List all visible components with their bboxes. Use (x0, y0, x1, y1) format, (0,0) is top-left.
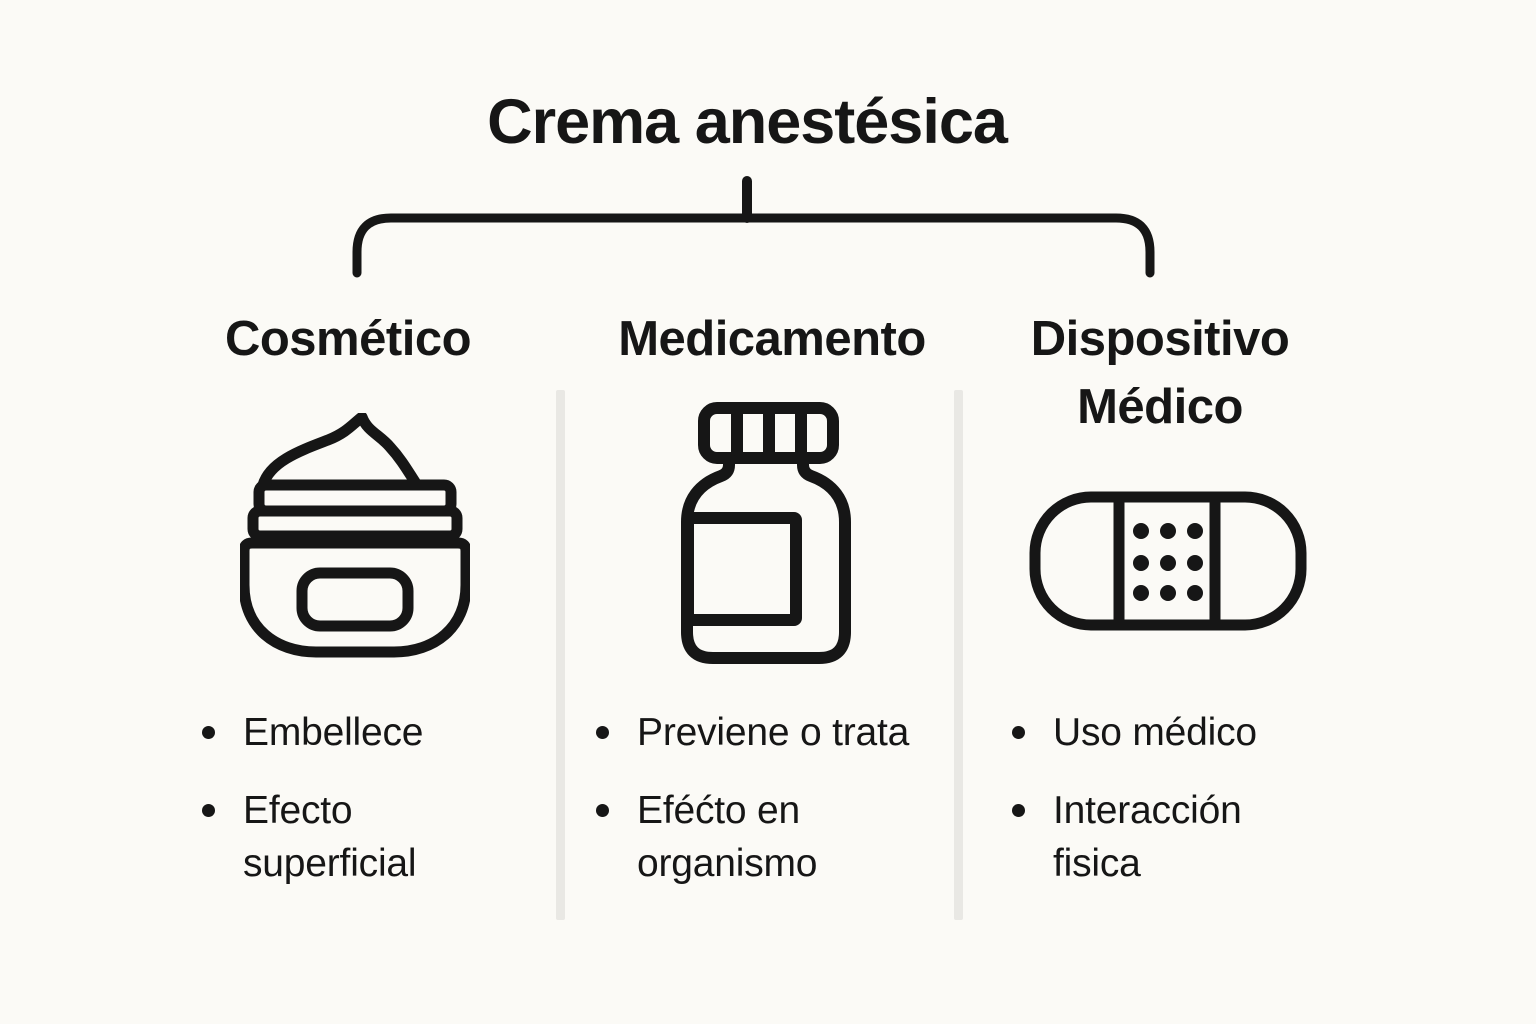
bullet-list-medicamento: Previene o trata Eféćto en organismo (596, 706, 946, 915)
column-header-medicamento: Medicamento (618, 312, 926, 366)
bullet-text: Previene o trata (637, 711, 910, 754)
bracket-connector (352, 176, 1155, 278)
bullet-text: Eféćto en organismo (637, 789, 818, 886)
bullet-text: Efecto superficial (243, 789, 417, 886)
bullet-text: Embellece (243, 711, 424, 754)
column-header-cosmetico: Cosmético (224, 312, 472, 366)
bullet-dot-icon (596, 804, 609, 818)
bullet-dot-icon (202, 726, 215, 739)
bullet-text: Interacción fisica (1053, 789, 1242, 886)
page-title: Crema anestésica (487, 87, 1008, 157)
column-divider (556, 390, 565, 920)
bullet-dot-icon (202, 804, 215, 818)
bullet-list-dispositivo-medico: Uso médico Interacción fisica (1012, 706, 1312, 915)
bullet-dot-icon (1012, 804, 1025, 818)
list-item: Efecto superficial (202, 784, 462, 890)
list-item: Previene o trata (596, 706, 946, 759)
bullet-dot-icon (596, 726, 609, 739)
cream-jar-icon (240, 413, 470, 658)
list-item: Eféćto en organismo (596, 784, 946, 890)
bullet-text: Uso médico (1053, 711, 1257, 754)
bullet-dot-icon (1012, 726, 1025, 739)
list-item: Interacción fisica (1012, 784, 1312, 890)
pill-bottle-icon (681, 402, 851, 664)
list-item: Embellece (202, 706, 462, 759)
list-item: Uso médico (1012, 706, 1312, 759)
bandage-icon (1029, 491, 1307, 631)
column-header-dispositivo-medico: Dispositivo Médico (1030, 312, 1290, 434)
bullet-list-cosmetico: Embellece Efecto superficial (202, 706, 462, 915)
column-divider (954, 390, 963, 920)
